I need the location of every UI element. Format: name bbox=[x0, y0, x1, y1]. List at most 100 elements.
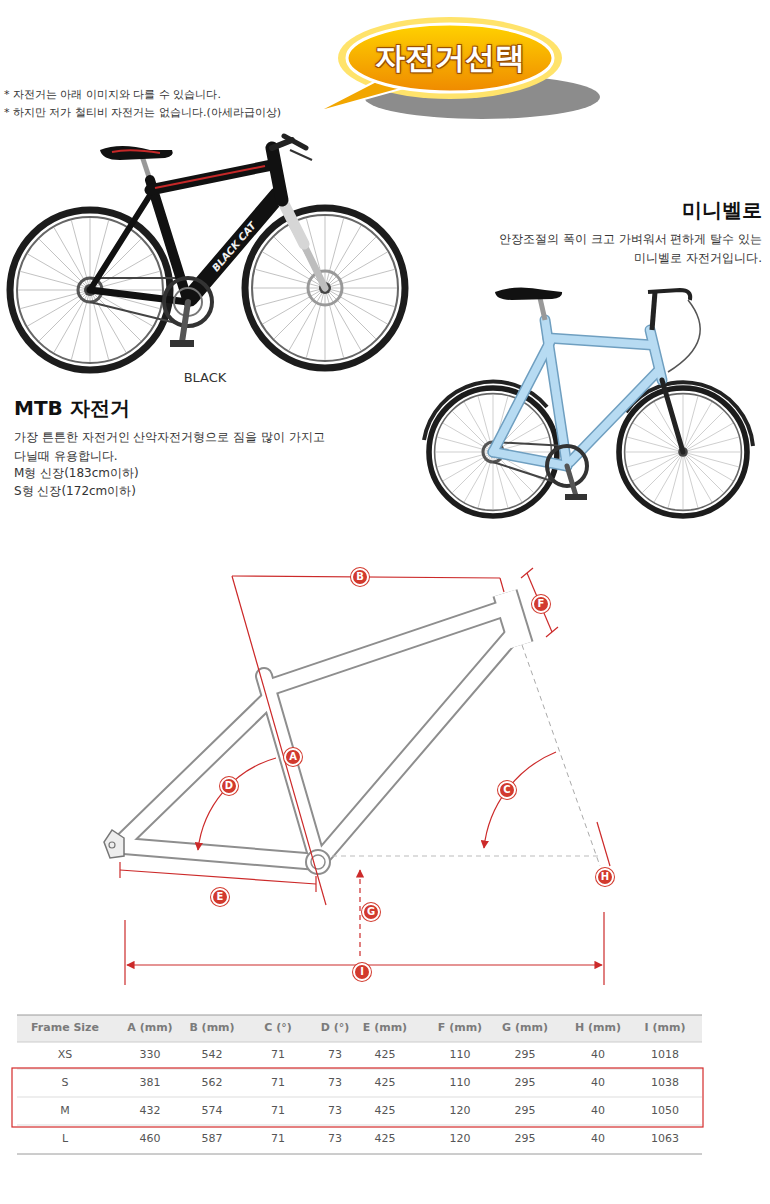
table-cell: 542 bbox=[202, 1048, 223, 1062]
callout-text: G bbox=[367, 907, 375, 917]
table-cell: 425 bbox=[375, 1048, 396, 1062]
table-header: B (mm) bbox=[189, 1021, 234, 1035]
axle-bolt bbox=[109, 842, 115, 848]
table-cell: 73 bbox=[328, 1104, 342, 1118]
callout-letter: D bbox=[220, 777, 238, 795]
note: * 자전거는 아래 이미지와 다를 수 있습니다. bbox=[4, 88, 221, 102]
table-header: Frame Size bbox=[31, 1021, 99, 1035]
size-note: S형 신장(172cm이하) bbox=[14, 484, 136, 499]
table-cell: 1038 bbox=[651, 1076, 679, 1090]
dimension-g bbox=[359, 870, 360, 958]
seat-stay bbox=[493, 342, 550, 452]
table-cell: 73 bbox=[328, 1076, 342, 1090]
seat-stay bbox=[124, 700, 268, 840]
brake-lever bbox=[290, 150, 312, 160]
tube-insides bbox=[124, 593, 521, 862]
minivelo-bicycle bbox=[424, 287, 753, 516]
table-rule bbox=[17, 1125, 702, 1126]
fork-axis bbox=[522, 645, 600, 866]
frame-outline bbox=[493, 320, 662, 466]
callout-letter: A bbox=[284, 748, 302, 766]
table-cell: 587 bbox=[202, 1132, 223, 1146]
table-cell: 71 bbox=[271, 1104, 285, 1118]
down-tube bbox=[570, 372, 657, 462]
table-cell: 110 bbox=[450, 1076, 471, 1090]
callout-letter: C bbox=[498, 781, 516, 799]
callout-letter: I bbox=[353, 963, 371, 981]
fork-lower bbox=[282, 200, 325, 288]
table-header: D (°) bbox=[321, 1021, 350, 1035]
title-bubble: 자전거선택 bbox=[345, 22, 555, 94]
table-cell: S bbox=[62, 1076, 69, 1090]
table-cell: 460 bbox=[140, 1132, 161, 1146]
table-cell: 425 bbox=[375, 1104, 396, 1118]
callout-letter: E bbox=[211, 888, 229, 906]
callout-letter: H bbox=[596, 868, 614, 886]
seat-stay bbox=[124, 700, 268, 840]
frame-fill bbox=[493, 320, 662, 466]
down-tube bbox=[570, 372, 657, 462]
top-tube bbox=[548, 338, 652, 345]
callout-text: F bbox=[538, 599, 545, 609]
crank bbox=[182, 302, 188, 342]
head-tube bbox=[505, 593, 521, 645]
table-cell: 425 bbox=[375, 1076, 396, 1090]
table-cell: 1063 bbox=[651, 1132, 679, 1146]
chain-stay bbox=[124, 846, 318, 862]
seat-stay bbox=[90, 192, 152, 290]
head-tube bbox=[505, 593, 521, 645]
geometry-table bbox=[12, 1015, 703, 1154]
table-cell: 1018 bbox=[651, 1048, 679, 1062]
table-cell: 40 bbox=[591, 1132, 605, 1146]
table-header: G (mm) bbox=[502, 1021, 548, 1035]
table-cell: 330 bbox=[140, 1048, 161, 1062]
crank bbox=[567, 466, 576, 496]
extension-line bbox=[124, 920, 125, 985]
saddle bbox=[495, 287, 562, 300]
frame-geometry-drawing bbox=[104, 568, 610, 985]
highlight-frame bbox=[12, 1068, 703, 1127]
dimension-a bbox=[232, 576, 326, 905]
product-heading: MTB 자전거 bbox=[14, 396, 130, 421]
table-header: A (mm) bbox=[127, 1021, 172, 1035]
dimension-e bbox=[120, 870, 316, 884]
table-cell: XS bbox=[58, 1048, 73, 1062]
stem bbox=[652, 292, 655, 330]
extension-line bbox=[603, 912, 604, 985]
top-tube bbox=[548, 338, 652, 345]
mtb-bicycle bbox=[10, 136, 405, 370]
callout-text: D bbox=[225, 781, 233, 791]
table-cell: 562 bbox=[202, 1076, 223, 1090]
callout-text: H bbox=[601, 872, 609, 882]
chain-stay bbox=[493, 452, 567, 466]
handlebar bbox=[648, 290, 690, 300]
table-cell: 574 bbox=[202, 1104, 223, 1118]
table-cell: 71 bbox=[271, 1132, 285, 1146]
table-cell: 73 bbox=[328, 1048, 342, 1062]
color-name: BLACK bbox=[184, 370, 227, 386]
table-cell: 40 bbox=[591, 1104, 605, 1118]
handlebar bbox=[284, 136, 306, 148]
product-description: 가장 튼튼한 자전거인 산악자전거형으로 짐을 많이 가지고 다닐때 유용합니다… bbox=[14, 428, 326, 466]
tick bbox=[119, 862, 120, 878]
table-cell: 40 bbox=[591, 1048, 605, 1062]
down-tube bbox=[318, 632, 515, 862]
callout-letter: G bbox=[362, 903, 380, 921]
tick bbox=[546, 627, 558, 637]
seat-tube bbox=[150, 180, 188, 302]
extension-line bbox=[500, 578, 504, 592]
table-cell: 295 bbox=[515, 1048, 536, 1062]
table-cell: 295 bbox=[515, 1132, 536, 1146]
seat-post bbox=[540, 298, 545, 320]
table-cell: 110 bbox=[450, 1048, 471, 1062]
table-header-ground bbox=[17, 1015, 702, 1042]
chain-stay bbox=[124, 846, 318, 862]
tick bbox=[521, 568, 533, 578]
table-cell: 1050 bbox=[651, 1104, 679, 1118]
table-header: F (mm) bbox=[438, 1021, 482, 1035]
table-rule bbox=[17, 1069, 702, 1070]
table-cell: 381 bbox=[140, 1076, 161, 1090]
table-rule bbox=[17, 1015, 702, 1016]
table-rule bbox=[17, 1097, 702, 1098]
